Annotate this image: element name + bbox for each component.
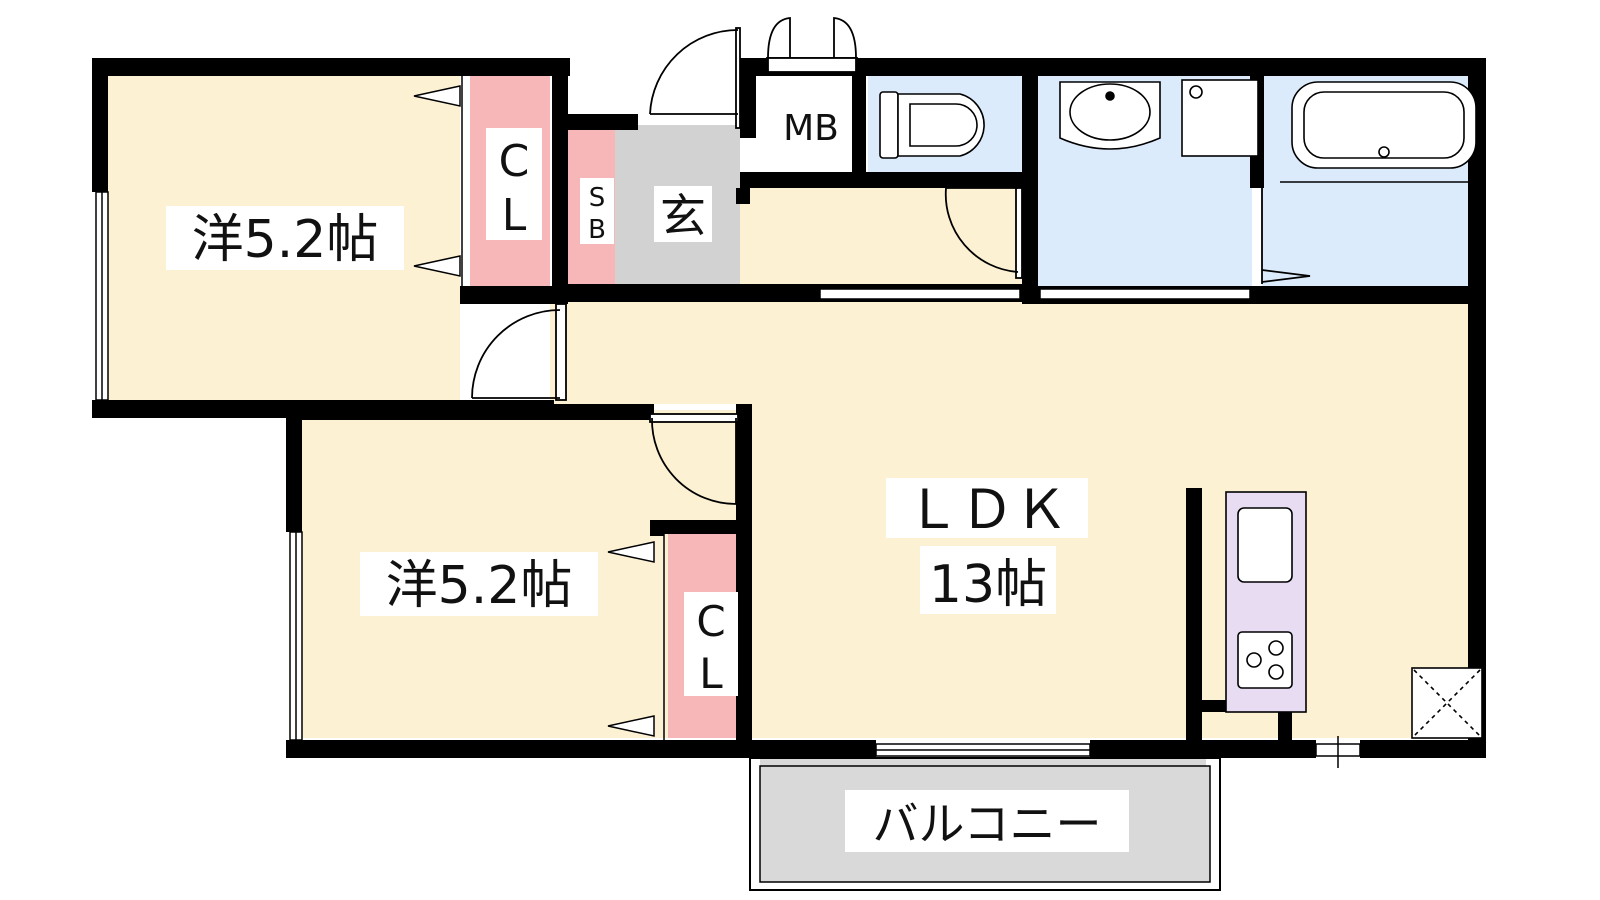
ldk-label: ＬＤＫ 13帖 — [886, 478, 1088, 615]
closet-letter-l: L — [502, 190, 527, 241]
wall-mb-bottom — [740, 172, 1030, 188]
closet-letter-c: C — [696, 597, 725, 646]
closet-letter-c: C — [499, 136, 530, 187]
balcony-text: バルコニー — [872, 797, 1101, 851]
wall-bottom-right — [1090, 740, 1316, 758]
wall-balcony-stub-left — [736, 740, 752, 756]
door-swing-icon — [1261, 188, 1311, 284]
shoe-box-letter-b: B — [588, 215, 606, 245]
door-swing-icon — [766, 17, 858, 73]
ldk-title: ＬＤＫ — [906, 478, 1068, 541]
room-label-western-top: 洋5.2帖 — [166, 206, 404, 270]
closet-label-top: C L — [486, 128, 542, 241]
wall-bottom-far-right — [1360, 740, 1486, 758]
entrance-label: 玄 — [654, 186, 712, 243]
wall-top-left — [92, 58, 570, 76]
bathtub-icon — [1280, 81, 1477, 183]
wall-toilet-right — [1022, 58, 1038, 304]
wall-bottom — [286, 740, 876, 758]
closet-label-bottom: C L — [684, 592, 738, 698]
washbasin-icon — [1059, 79, 1259, 157]
doors — [471, 17, 1311, 505]
door-swing-icon — [471, 303, 567, 401]
windows — [95, 191, 1361, 768]
door-swing-icon — [649, 413, 739, 505]
door-swing-icon — [649, 27, 741, 129]
hall-floor — [550, 294, 750, 404]
wall-kitchen-post — [1278, 700, 1292, 758]
stove-icon — [1237, 631, 1293, 689]
wall-entry-top — [552, 114, 638, 130]
toilet-icon — [879, 91, 985, 159]
meter-box-text: MB — [783, 108, 839, 149]
wall-mb-right — [852, 58, 866, 188]
sink-icon — [1237, 507, 1293, 583]
meter-box-label: MB — [770, 76, 852, 172]
room-label-text: 洋5.2帖 — [386, 556, 573, 616]
wall-left-top-a — [92, 58, 108, 192]
wall-closet-bottom-top — [650, 520, 750, 534]
wall-closet-right — [552, 58, 568, 304]
closet-letter-l: L — [699, 649, 723, 698]
corridor-floor — [740, 188, 1025, 294]
door-swing-icon — [944, 187, 1023, 279]
shoe-box-label: S B — [580, 178, 614, 245]
wall-ldk-left — [736, 404, 752, 758]
wall-closet-bottom-left — [650, 520, 664, 536]
entrance-text: 玄 — [660, 189, 706, 243]
wall-entry-right — [736, 188, 750, 204]
wall-mb-block-left — [740, 58, 756, 138]
window-wet-top — [819, 288, 1021, 300]
room-label-text: 洋5.2帖 — [192, 210, 379, 270]
wall-bottom-room-top — [286, 404, 654, 420]
closet-doors — [413, 76, 665, 740]
wall-closet-top-bottom — [460, 286, 568, 304]
wall-top-main — [740, 58, 1480, 76]
wall-bottom-room-left-a — [286, 404, 302, 532]
ldk-size: 13帖 — [929, 555, 1047, 615]
balcony-label: バルコニー — [845, 790, 1129, 852]
wall-right — [1468, 58, 1486, 756]
window-wash-bottom — [1039, 288, 1251, 300]
skylight-icon — [1411, 667, 1483, 739]
room-label-western-bottom: 洋5.2帖 — [360, 552, 598, 616]
ldk-floor — [740, 294, 1475, 738]
shoe-box-letter-s: S — [589, 183, 606, 213]
wall-kitchen-left — [1186, 488, 1202, 758]
